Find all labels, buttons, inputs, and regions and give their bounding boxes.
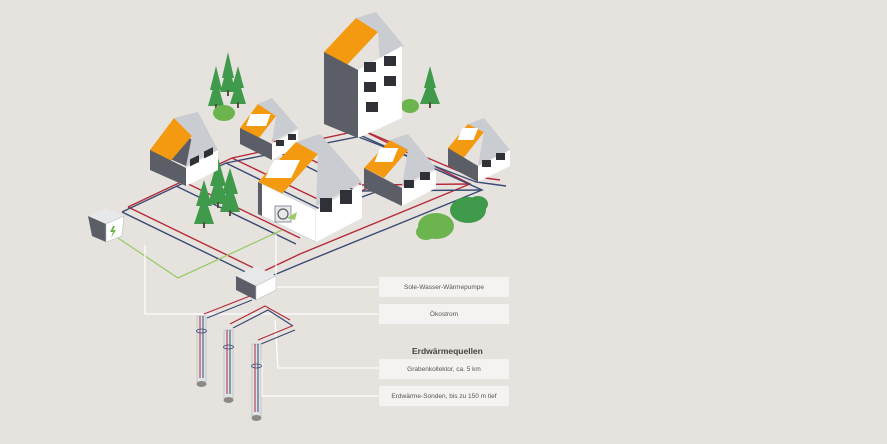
label-probes: Erdwärme-Sonden, bis zu 150 m tief xyxy=(379,386,509,406)
house-front-main xyxy=(257,134,362,243)
house-mid-right xyxy=(364,134,436,206)
tree-group-back-left xyxy=(208,52,246,121)
house-right xyxy=(448,118,510,182)
tree-group-front xyxy=(194,158,240,228)
label-trench-collector: Grabenkollektor, ca. 5 km xyxy=(379,359,509,379)
heading-heat-sources: Erdwärmequellen xyxy=(412,346,483,356)
probe-1 xyxy=(196,315,207,387)
house-back-left xyxy=(150,112,218,186)
probe-2 xyxy=(223,329,234,403)
trees xyxy=(194,52,440,228)
house-back-middle xyxy=(240,98,298,160)
power-line xyxy=(117,229,283,279)
heat-pump-station xyxy=(236,266,277,301)
house-tall xyxy=(324,12,404,138)
probe-pipes xyxy=(203,295,296,345)
probe-3 xyxy=(251,343,262,421)
tree-group-back-right xyxy=(401,66,440,113)
label-green-power: Ökostrom xyxy=(379,304,509,324)
label-heat-pump: Sole-Wasser-Wärmepumpe xyxy=(379,277,509,297)
green-power-box xyxy=(88,208,125,243)
bushes xyxy=(416,196,488,240)
leader-lines xyxy=(144,234,378,397)
